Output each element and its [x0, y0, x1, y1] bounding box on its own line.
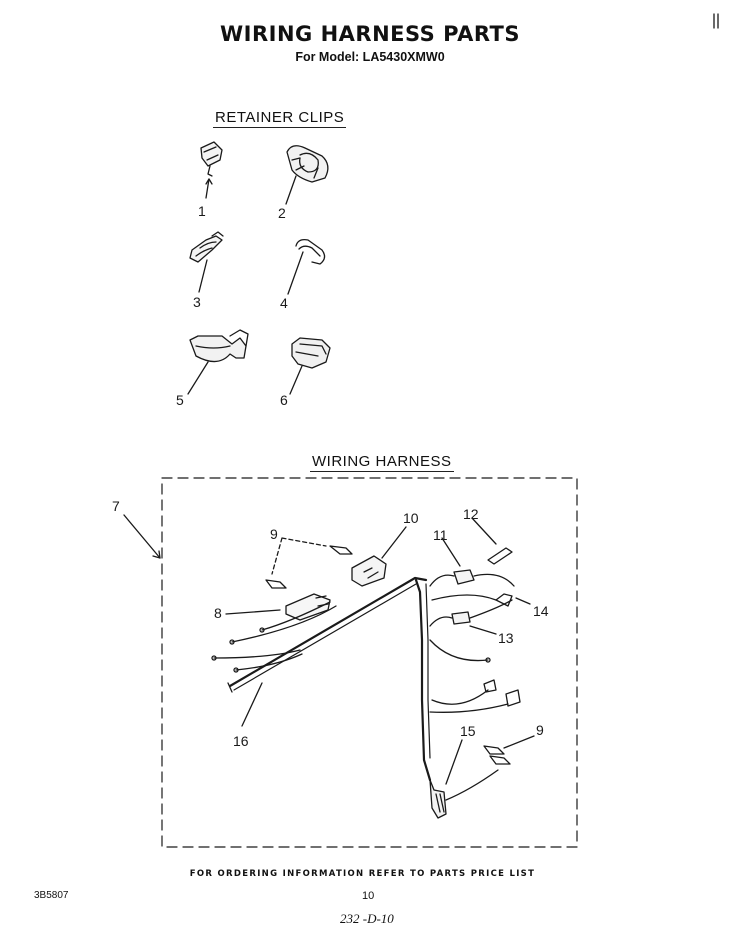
leader-2 — [285, 175, 297, 205]
harness-vertical-trunk — [414, 578, 432, 782]
connector-8 — [285, 593, 331, 621]
document-code: 3B5807 — [34, 890, 69, 901]
leader-1-arrow — [205, 178, 213, 185]
handwritten-code: 232 -D-10 — [340, 911, 394, 926]
callout-16: 16 — [233, 733, 249, 749]
leader-9a — [271, 537, 327, 575]
callout-5: 5 — [176, 392, 184, 408]
callout-1: 1 — [198, 203, 206, 219]
leader-7-arrow — [152, 550, 161, 559]
callout-15: 15 — [460, 723, 476, 739]
connector-10 — [351, 555, 387, 587]
callout-6: 6 — [280, 392, 288, 408]
callout-7: 7 — [112, 498, 120, 514]
leader-7 — [123, 514, 161, 559]
connector-11 — [429, 569, 475, 587]
page-title: WIRING HARNESS PARTS — [219, 22, 520, 46]
leader-15 — [445, 739, 463, 785]
leader-10 — [381, 526, 407, 559]
leader-14 — [515, 597, 531, 605]
connector-13 — [429, 611, 471, 627]
retainer-clip-3 — [189, 231, 224, 263]
page-number: 10 — [362, 890, 375, 902]
retainer-clip-6 — [291, 337, 331, 369]
leader-3 — [198, 259, 208, 293]
retainer-clip-2 — [286, 145, 329, 183]
wiring-harness-heading: WIRING HARNESS — [310, 453, 454, 472]
terminals-9-bottom — [483, 745, 511, 765]
leader-8 — [225, 609, 281, 615]
terminal-12 — [487, 547, 513, 565]
model-subtitle: For Model: LA5430XMW0 — [295, 50, 445, 64]
connector-14 — [495, 593, 513, 607]
ordering-note: FOR ORDERING INFORMATION REFER TO PARTS … — [189, 869, 536, 879]
retainer-clip-1 — [200, 141, 223, 177]
callout-3: 3 — [193, 294, 201, 310]
callout-4: 4 — [280, 295, 288, 311]
leader-11 — [441, 537, 461, 567]
leader-5 — [187, 361, 209, 395]
harness-left-wires — [211, 601, 337, 673]
retainer-clips-heading: RETAINER CLIPS — [213, 109, 347, 128]
leader-4 — [287, 251, 304, 295]
harness-right-wires — [429, 573, 515, 713]
leader-6 — [289, 365, 303, 395]
leader-12 — [471, 517, 497, 545]
callout-11: 11 — [433, 527, 448, 543]
callout-10: 10 — [403, 510, 419, 526]
callout-9-top: 9 — [270, 526, 278, 542]
terminals-9-top — [265, 545, 353, 589]
harness-main-trunk — [227, 576, 428, 693]
leader-1 — [205, 178, 210, 199]
callout-12: 12 — [463, 506, 479, 522]
harness-border — [161, 477, 578, 848]
retainer-clip-5 — [189, 329, 249, 363]
leader-13 — [469, 625, 497, 635]
retainer-clip-4 — [295, 238, 326, 265]
callout-2: 2 — [278, 205, 286, 221]
callout-9-bottom: 9 — [536, 722, 544, 738]
connector-right-lower — [483, 679, 521, 707]
callout-8: 8 — [214, 605, 222, 621]
leader-9b — [503, 735, 535, 749]
connector-15 — [429, 769, 499, 819]
leader-16 — [241, 682, 263, 727]
callout-14: 14 — [533, 603, 549, 619]
callout-13: 13 — [498, 630, 514, 646]
